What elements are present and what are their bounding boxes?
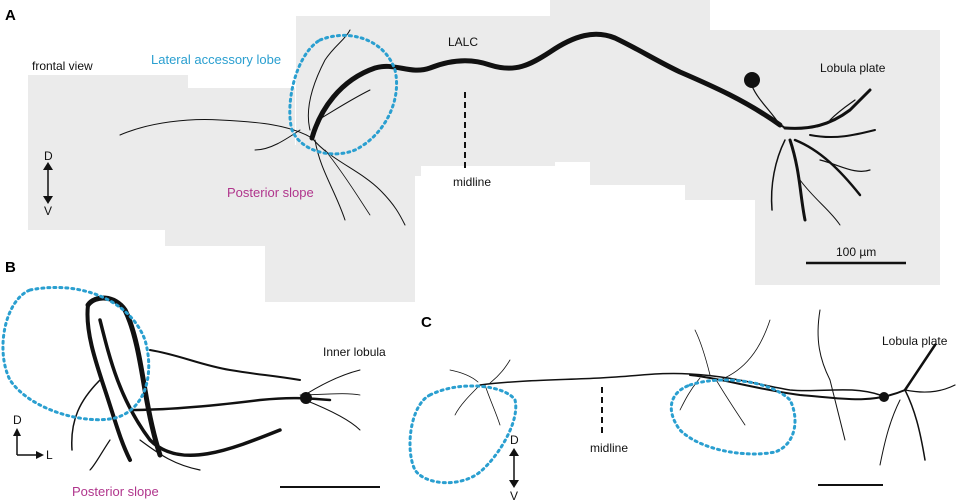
panel-label-a: A	[5, 7, 16, 24]
lobula-plate-branch	[770, 139, 786, 211]
tile	[755, 185, 940, 285]
center-arbor	[679, 377, 701, 411]
dendrite	[89, 439, 111, 471]
midline-label-c: midline	[590, 441, 628, 455]
arrow-up-icon	[43, 162, 53, 170]
left-arbor	[449, 369, 479, 383]
dendrite	[71, 379, 101, 451]
arrow-up-icon	[509, 448, 519, 456]
lobula-plate-branch	[819, 159, 871, 172]
inner-lobula-label: Inner lobula	[323, 345, 386, 359]
panel-b: B Inner lobula Posterior slope D L	[1, 259, 386, 499]
main-neurite	[98, 318, 282, 458]
dendrite	[317, 89, 371, 121]
axis-d-label-c: D	[510, 433, 519, 447]
arrow-up-icon	[13, 428, 21, 436]
axis-d-label-b: D	[13, 413, 22, 427]
tile	[590, 150, 690, 185]
midline-label-a: midline	[453, 175, 491, 189]
dendrite	[324, 149, 371, 216]
dendrite	[314, 139, 346, 221]
lobula-plate-branch-c	[817, 309, 831, 381]
panel-label-c: C	[421, 314, 432, 331]
lobula-plate-branch	[783, 88, 872, 130]
tile	[685, 30, 785, 200]
dendrite	[254, 129, 301, 151]
dv-axis-c	[509, 448, 519, 488]
dendrite	[119, 119, 313, 139]
panel-a: A frontal view Lateral accessory lobe LA…	[5, 0, 940, 302]
dendrite	[307, 29, 351, 131]
dendrite	[304, 399, 361, 431]
axon-to-inner-lobula	[128, 396, 332, 412]
right-outline-c	[669, 378, 797, 456]
panel-a-neuron	[119, 29, 876, 226]
dendrite	[139, 439, 201, 471]
lobula-plate-branch-c	[829, 379, 846, 441]
lobula-plate-branch-c	[879, 399, 901, 466]
tile	[550, 0, 710, 162]
arrow-right-icon	[36, 451, 44, 459]
left-outline-c	[408, 384, 518, 485]
panel-b-neuron	[71, 295, 361, 471]
panel-a-image-tiles	[28, 0, 940, 302]
lobula-plate-label-c: Lobula plate	[882, 334, 948, 348]
axis-v-label-c: V	[510, 489, 518, 503]
lateral-accessory-lobe-outline-b	[1, 285, 151, 422]
dl-axis-b	[13, 428, 44, 459]
lobula-plate-branch-c	[904, 389, 926, 461]
lateral-accessory-lobe-outline	[288, 33, 399, 156]
primary-neurite	[751, 85, 781, 126]
main-axon-c	[479, 372, 881, 396]
panel-c: C Lobula plate midline D V	[408, 309, 956, 503]
center-arbor	[714, 377, 746, 426]
cell-body-c	[879, 392, 889, 402]
left-arbor	[454, 384, 481, 416]
tile	[28, 75, 188, 230]
lobula-plate-label-a: Lobula plate	[820, 61, 886, 75]
main-neurite	[85, 303, 132, 462]
posterior-slope-label-a: Posterior slope	[227, 185, 314, 200]
axis-l-label-b: L	[46, 448, 53, 462]
lobula-plate-branch-c	[904, 384, 956, 393]
lobula-plate-branch	[788, 138, 807, 222]
frontal-view-label: frontal view	[32, 59, 93, 73]
lobula-plate-branch	[829, 99, 856, 121]
axon-continuation	[679, 71, 786, 129]
lobula-plate-branch-c	[903, 343, 937, 392]
lobula-plate-branch	[799, 179, 841, 226]
cell-body-b	[300, 392, 312, 404]
panel-label-b: B	[5, 259, 16, 276]
posterior-slope-label-b: Posterior slope	[72, 484, 159, 499]
lobula-plate-branch	[793, 138, 862, 197]
center-arbor	[719, 319, 771, 381]
tile	[780, 30, 940, 190]
axis-v-label-a: V	[44, 204, 52, 218]
dv-axis-a	[43, 162, 53, 204]
cell-body	[744, 72, 760, 88]
lateral-accessory-lobe-label: Lateral accessory lobe	[151, 52, 281, 67]
lobula-plate-branch	[809, 129, 876, 139]
tile	[415, 16, 555, 166]
axon-to-inner-lobula	[149, 349, 301, 381]
left-arbor	[489, 359, 511, 384]
arrow-down-icon	[43, 196, 53, 204]
left-arbor	[484, 384, 501, 426]
arrow-down-icon	[509, 480, 519, 488]
center-arbor	[694, 329, 711, 376]
panel-c-neuron	[449, 309, 956, 466]
axis-d-label-a: D	[44, 149, 53, 163]
scale-bar-label: 100 µm	[836, 245, 876, 259]
lalc-label: LALC	[448, 35, 478, 49]
